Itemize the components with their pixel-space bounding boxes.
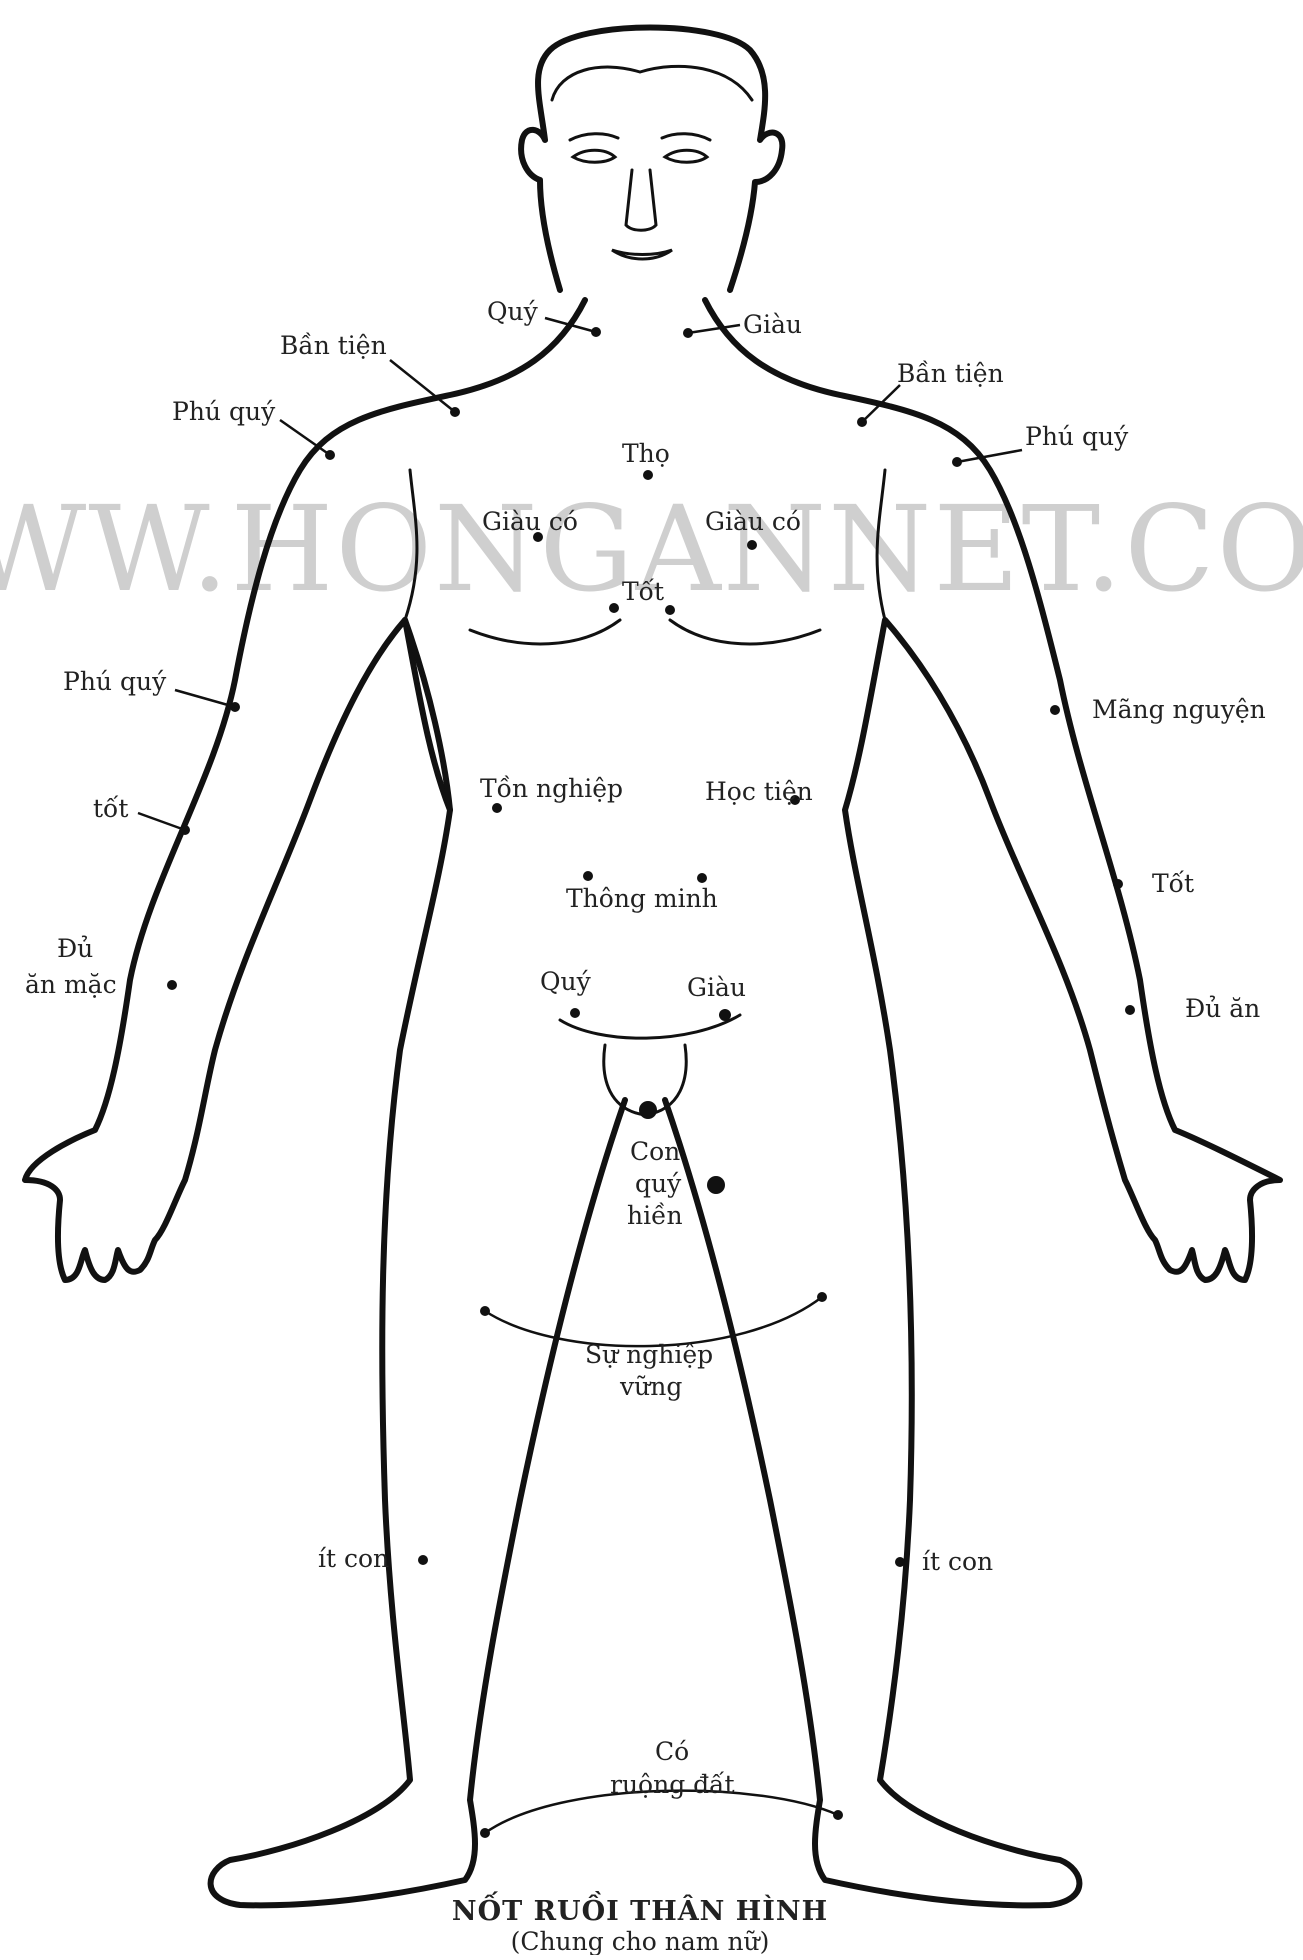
left-inner-arm bbox=[405, 620, 450, 810]
mole-itcon-right bbox=[895, 1557, 905, 1567]
label-giau-groin: Giàu bbox=[687, 973, 746, 1002]
label-itcon-left: ít con bbox=[318, 1544, 389, 1573]
mole-giauco-right bbox=[747, 540, 757, 550]
label-con-quy-hien-2: quý bbox=[635, 1169, 682, 1198]
label-phuquy-arm-left: Phú quý bbox=[63, 667, 167, 696]
label-phuquy-shoulder-right: Phú quý bbox=[1025, 422, 1129, 451]
label-con-quy-hien-3: hiền bbox=[627, 1201, 683, 1230]
mole-tho bbox=[643, 470, 653, 480]
label-co-ruong-dat-2: ruộng đất bbox=[610, 1770, 735, 1799]
caption-title: NỐT RUỒI THÂN HÌNH bbox=[452, 1890, 828, 1927]
label-bantien-left: Bần tiện bbox=[280, 331, 387, 360]
label-giauco-right: Giàu có bbox=[705, 507, 801, 536]
label-du-an-right: Đủ ăn bbox=[1185, 994, 1260, 1023]
label-su-nghiep-1: Sự nghiệp bbox=[585, 1340, 713, 1369]
label-phuquy-shoulder-left: Phú quý bbox=[172, 397, 276, 426]
label-du-an-mac-2: ăn mặc bbox=[25, 970, 117, 999]
sunghiep-arc bbox=[485, 1297, 822, 1346]
mole-con-quy-hien-1 bbox=[639, 1101, 657, 1119]
mole-du-an-right bbox=[1125, 1005, 1135, 1015]
head-outline bbox=[521, 28, 782, 291]
label-co-ruong-dat-1: Có bbox=[655, 1737, 689, 1766]
mouth bbox=[612, 250, 672, 259]
nose bbox=[626, 170, 656, 230]
hair-line bbox=[552, 66, 752, 100]
brow-left bbox=[570, 134, 618, 140]
label-su-nghiep-2: vững bbox=[619, 1372, 682, 1401]
mole-mangnguyen bbox=[1050, 705, 1060, 715]
mole-con-quy-hien-2 bbox=[707, 1176, 725, 1194]
label-giauco-left: Giàu có bbox=[482, 507, 578, 536]
caption-subtitle: (Chung cho nam nữ) bbox=[511, 1927, 770, 1955]
label-thongminh: Thông minh bbox=[566, 884, 718, 913]
label-tho: Thọ bbox=[622, 439, 670, 468]
label-quy-neck: Quý bbox=[487, 297, 539, 326]
label-du-an-mac-1: Đủ bbox=[57, 934, 93, 963]
left-eye bbox=[573, 150, 615, 162]
brow-right bbox=[662, 134, 710, 140]
label-hoctien: Học tiện bbox=[705, 777, 813, 806]
mole-tot-chest-right bbox=[665, 605, 675, 615]
body-figure bbox=[25, 28, 1280, 1906]
label-giau-neck: Giàu bbox=[743, 310, 802, 339]
label-tonnghiep: Tồn nghiệp bbox=[480, 774, 623, 803]
right-eye bbox=[665, 150, 707, 162]
mole-tot-chest-left bbox=[609, 603, 619, 613]
groin-line bbox=[560, 1015, 740, 1038]
label-bantien-right: Bần tiện bbox=[897, 359, 1004, 388]
label-tot-chest: Tốt bbox=[622, 577, 664, 606]
chest-left bbox=[470, 620, 620, 644]
mole-tonnghiep bbox=[492, 803, 502, 813]
mole-du-an-mac bbox=[167, 980, 177, 990]
mole-tot-arm-right bbox=[1113, 879, 1123, 889]
mole-itcon-left bbox=[418, 1555, 428, 1565]
label-tot-arm-right: Tốt bbox=[1152, 869, 1194, 898]
chest-right bbox=[670, 620, 820, 644]
mole-quy-groin bbox=[570, 1008, 580, 1018]
label-tot-arm-left: tốt bbox=[93, 794, 128, 823]
mole-giau-groin bbox=[719, 1009, 731, 1021]
label-itcon-right: ít con bbox=[922, 1547, 993, 1576]
mole-thongminh-right bbox=[697, 873, 707, 883]
mole-thongminh-left bbox=[583, 871, 593, 881]
label-quy-groin: Quý bbox=[540, 967, 592, 996]
label-mangnguyen: Mãng nguyện bbox=[1092, 695, 1266, 724]
label-con-quy-hien-1: Con bbox=[630, 1137, 680, 1166]
